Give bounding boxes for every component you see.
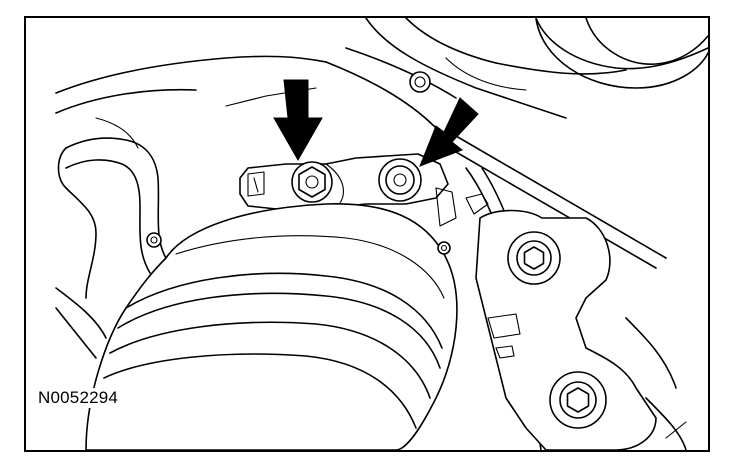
bolt-left: [291, 161, 333, 203]
lower-right-detail: [625, 317, 687, 450]
bolt-right: [378, 158, 422, 202]
arrow-left-indicator: [273, 79, 323, 162]
stud-center: [437, 241, 451, 255]
arrow-right-indicator: [419, 97, 479, 167]
tensioner-bracket: [435, 187, 657, 450]
figure-id-label: N0052294: [36, 388, 121, 408]
alternator-body: [85, 203, 458, 450]
bolt-tensioner-upper: [507, 231, 561, 285]
upper-pulley: [535, 18, 708, 89]
bolt-upper-middle: [409, 71, 431, 93]
engine-illustration: [55, 18, 708, 450]
bolt-tensioner-lower: [549, 371, 607, 429]
coolant-hose: [55, 117, 167, 359]
figure-frame: [24, 16, 710, 452]
engine-block-outline: [55, 18, 708, 129]
stud-left: [146, 232, 162, 248]
